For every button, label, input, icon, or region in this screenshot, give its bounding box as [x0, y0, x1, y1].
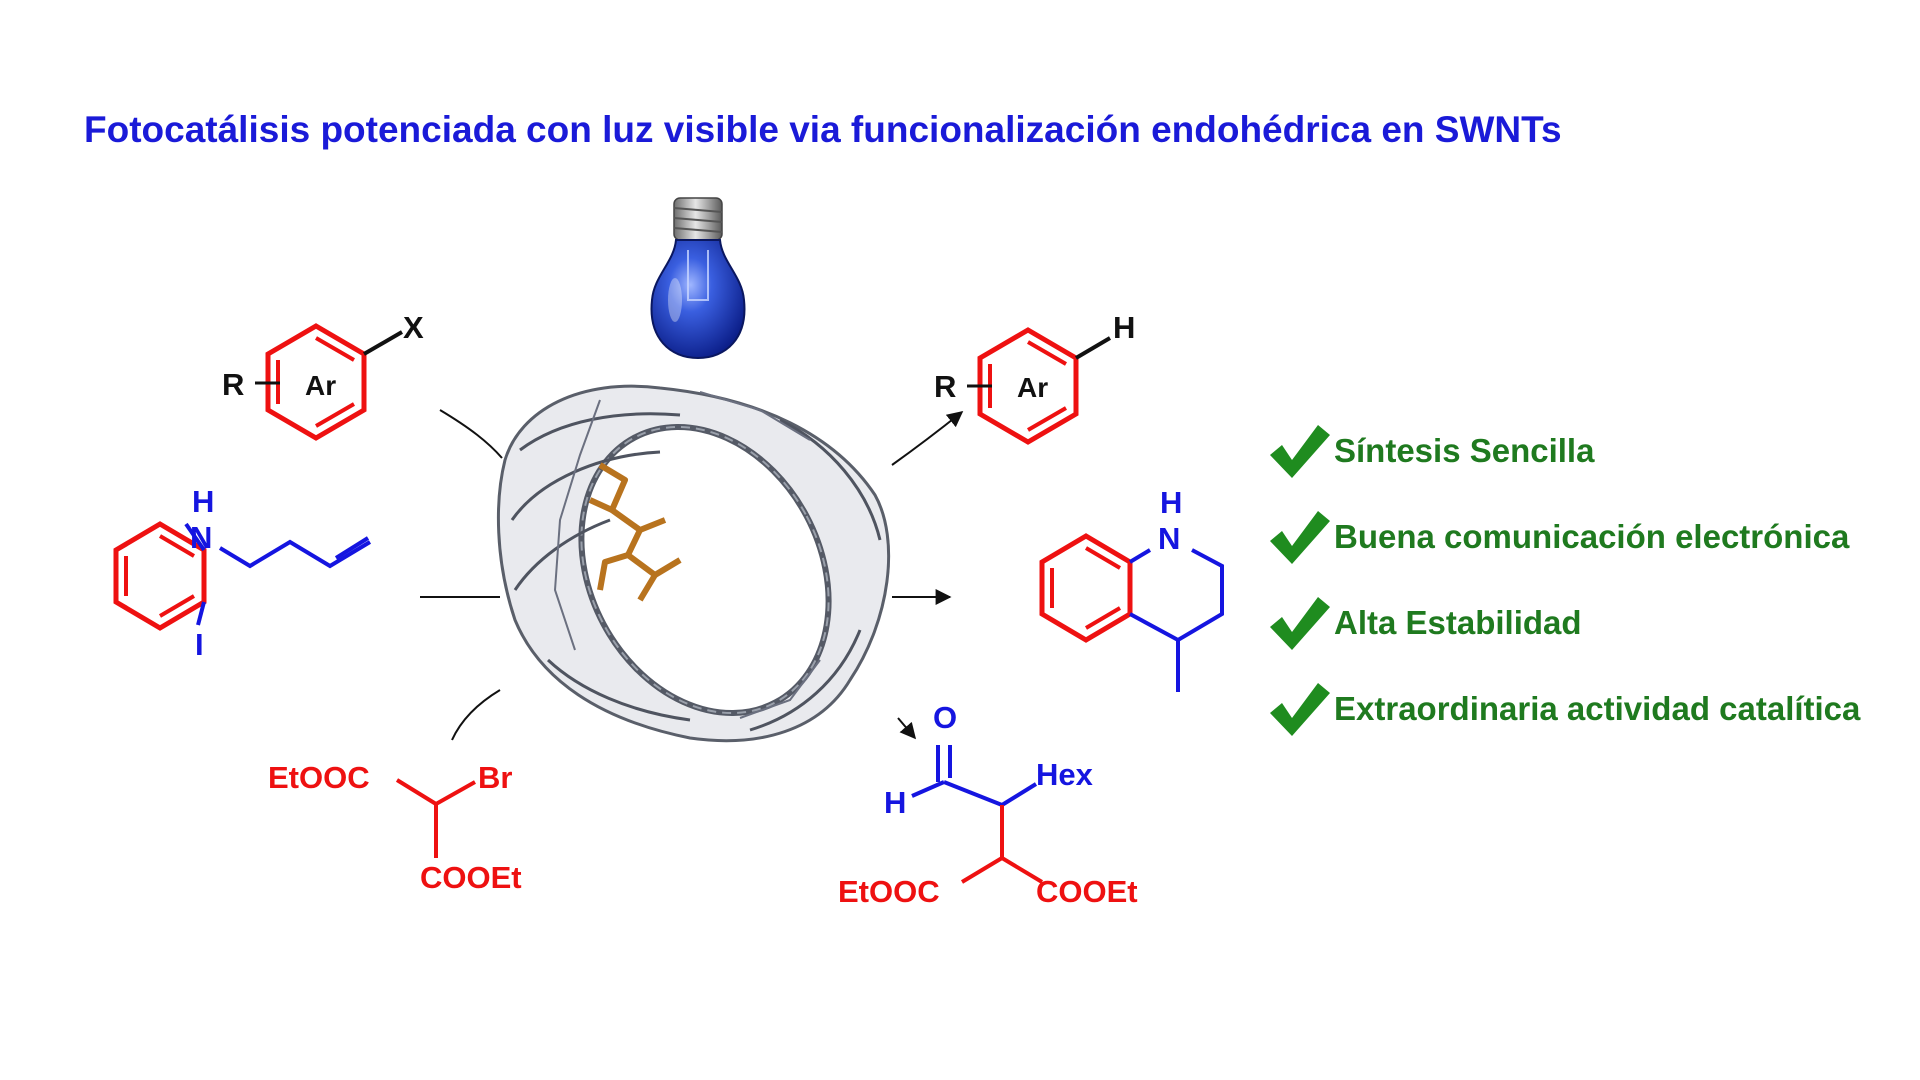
product-arene: R Ar H [934, 310, 1135, 445]
advantage-item: Buena comunicación electrónica [1270, 511, 1850, 564]
carbon-nanotube-icon [496, 384, 891, 743]
advantage-item: Alta Estabilidad [1270, 597, 1582, 650]
advantage-label: Buena comunicación electrónica [1334, 518, 1850, 555]
aryl-ring-label: Ar [305, 370, 336, 401]
checkmark-icon [1270, 683, 1330, 736]
aldehyde-oxygen-label: O [933, 700, 957, 735]
product-aryl-ring-label: Ar [1017, 372, 1048, 403]
guest-molecule [588, 462, 682, 602]
advantage-item: Extraordinaria actividad catalítica [1270, 683, 1861, 736]
product-alkylated-malonate: O H Hex EtOOC COOEt [838, 700, 1138, 909]
leaving-group-label: X [403, 310, 424, 345]
light-bulb-icon [650, 197, 746, 360]
product-tetrahydroquinoline: H N [1039, 485, 1224, 692]
substituent-r-label: R [222, 367, 244, 402]
reactant-aryl-halide: R Ar X [222, 310, 424, 441]
aldehyde-h-label: H [884, 785, 906, 820]
checkmark-icon [1270, 511, 1330, 564]
thq-h-label: H [1160, 485, 1182, 520]
ester-bottom-label: COOEt [420, 860, 522, 895]
page-title: Fotocatálisis potenciada con luz visible… [84, 109, 1562, 150]
product-ester-left-label: EtOOC [838, 874, 940, 909]
advantage-label: Alta Estabilidad [1334, 604, 1582, 641]
amine-n-label: N [190, 520, 212, 555]
product-arrows [891, 411, 964, 740]
amine-h-label: H [192, 484, 214, 519]
product-ester-right-label: COOEt [1036, 874, 1138, 909]
bromine-label: Br [478, 760, 512, 795]
reactant-connectors [420, 409, 503, 741]
iodine-label: I [195, 627, 204, 662]
advantage-item: Síntesis Sencilla [1270, 425, 1595, 478]
hexyl-label: Hex [1036, 757, 1094, 792]
thq-n-label: N [1158, 521, 1180, 556]
advantage-label: Síntesis Sencilla [1334, 432, 1595, 469]
checkmark-icon [1270, 597, 1330, 650]
ester-left-label: EtOOC [268, 760, 370, 795]
product-substituent-r-label: R [934, 369, 956, 404]
reactant-iodo-amine: H N I [113, 484, 372, 662]
checkmark-icon [1270, 425, 1330, 478]
product-hydrogen-label: H [1113, 310, 1135, 345]
reactant-bromomalonate: EtOOC Br COOEt [268, 760, 522, 895]
advantages-list: Síntesis Sencilla Buena comunicación ele… [1270, 425, 1861, 736]
advantage-label: Extraordinaria actividad catalítica [1334, 690, 1861, 727]
